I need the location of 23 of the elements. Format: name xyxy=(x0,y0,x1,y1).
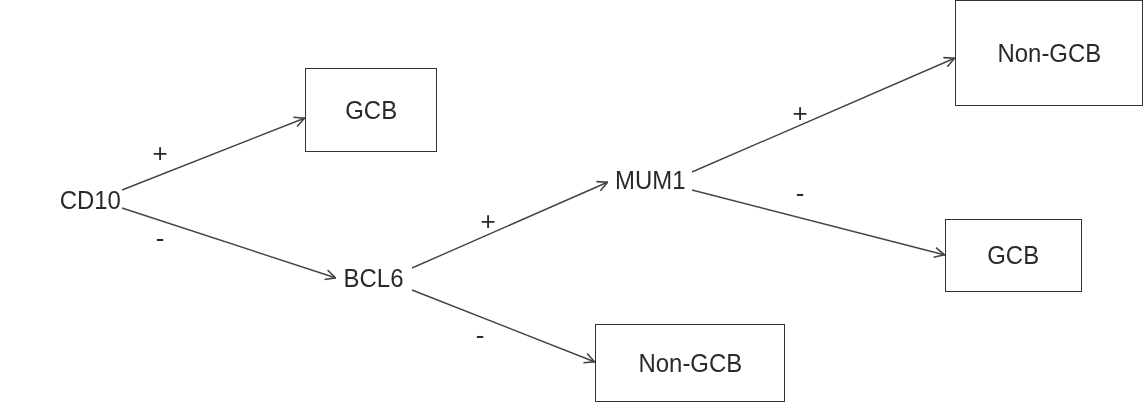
result-box xyxy=(305,68,437,152)
edge-label: - xyxy=(474,322,486,348)
node-text: Non-GCB xyxy=(997,37,1101,69)
edge-label: + xyxy=(151,140,169,166)
arrow xyxy=(411,180,609,269)
node-text: GCB xyxy=(345,94,397,126)
edge-label: + xyxy=(479,208,497,234)
result-box xyxy=(595,324,785,402)
node-text: BCL6 xyxy=(344,262,404,294)
arrow xyxy=(691,189,946,259)
node-text: GCB xyxy=(987,240,1040,271)
arrow xyxy=(691,56,956,173)
result-box xyxy=(945,219,1082,292)
edge-label: - xyxy=(154,225,166,251)
arrow xyxy=(121,116,306,191)
arrow xyxy=(121,207,337,281)
edge-label: - xyxy=(794,180,806,206)
edge-label: + xyxy=(791,100,809,126)
result-box xyxy=(955,0,1143,106)
node-text: Non-GCB xyxy=(638,347,742,379)
arrow xyxy=(411,289,596,364)
node-text: MUM1 xyxy=(614,164,686,196)
node-text: CD10 xyxy=(59,184,121,216)
